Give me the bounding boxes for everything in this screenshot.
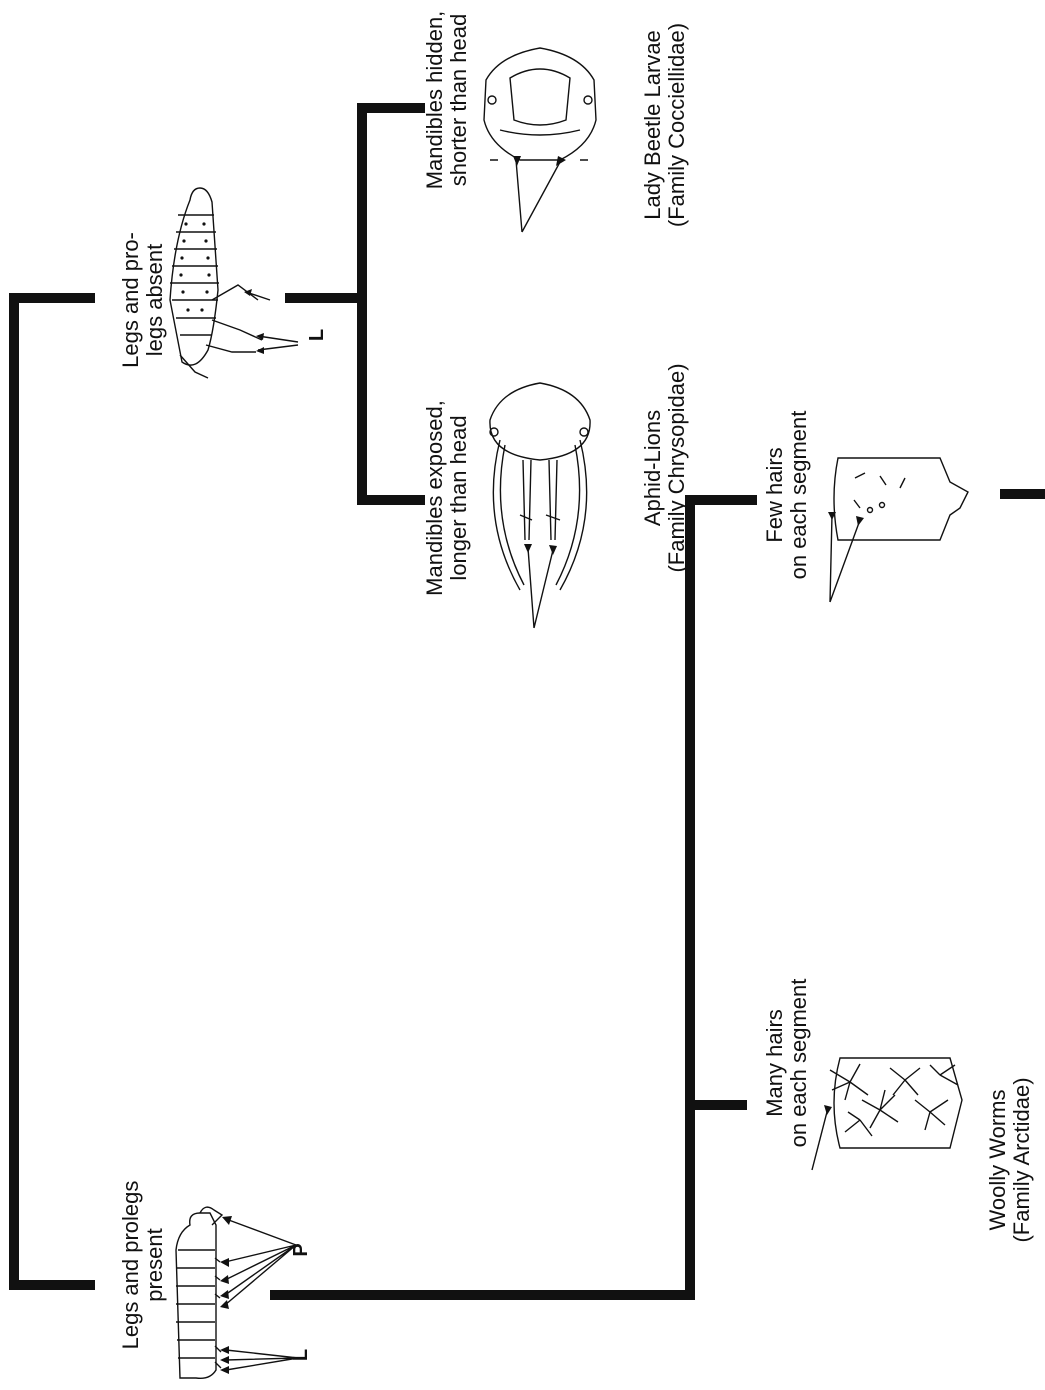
label-lady-beetle-2: (Family Cocciellidae) [664, 23, 689, 227]
label-legs-present-1: Legs and prolegs [118, 1181, 143, 1350]
aphid-lion-head-icon [489, 382, 591, 629]
ladybeetle-head-icon [483, 47, 597, 233]
many-hairs-segment-icon [811, 1057, 963, 1171]
label-aphid-lions-1: Aphid-Lions [640, 410, 665, 526]
marker-l-top: L [306, 329, 328, 341]
label-mandibles-hidden-1: Mandibles hidden, [422, 11, 447, 190]
label-mandibles-hidden-2: shorter than head [446, 14, 471, 186]
label-few-hairs-2: on each segment [786, 411, 811, 580]
label-legs-absent-1: Legs and pro- [118, 232, 143, 368]
label-lady-beetle-1: Lady Beetle Larvae [640, 30, 665, 220]
label-many-hairs-1: Many hairs [762, 1009, 787, 1117]
label-mandibles-exposed-1: Mandibles exposed, [422, 400, 447, 596]
bracket-root [9, 293, 95, 1290]
few-hairs-segment-icon [828, 457, 969, 603]
label-woolly-worms-1: Woolly Worms [985, 1090, 1010, 1231]
caterpillar-icon [175, 1206, 299, 1380]
label-few-hairs-1: Few hairs [762, 447, 787, 542]
label-aphid-lions-2: (Family Chrysopidae) [664, 363, 689, 572]
label-mandibles-exposed-2: longer than head [446, 415, 471, 580]
bracket-legs-present [270, 495, 757, 1300]
label-legs-present-2: present [142, 1228, 167, 1301]
label-legs-absent-2: legs absent [142, 244, 167, 357]
key-brackets [9, 103, 1045, 1300]
label-woolly-worms-2: (Family Arctidae) [1009, 1077, 1034, 1242]
marker-p: P [290, 1243, 312, 1256]
bracket-mandibles [357, 103, 425, 505]
label-many-hairs-2: on each segment [786, 979, 811, 1148]
ladybeetle-larva-icon [169, 187, 299, 379]
